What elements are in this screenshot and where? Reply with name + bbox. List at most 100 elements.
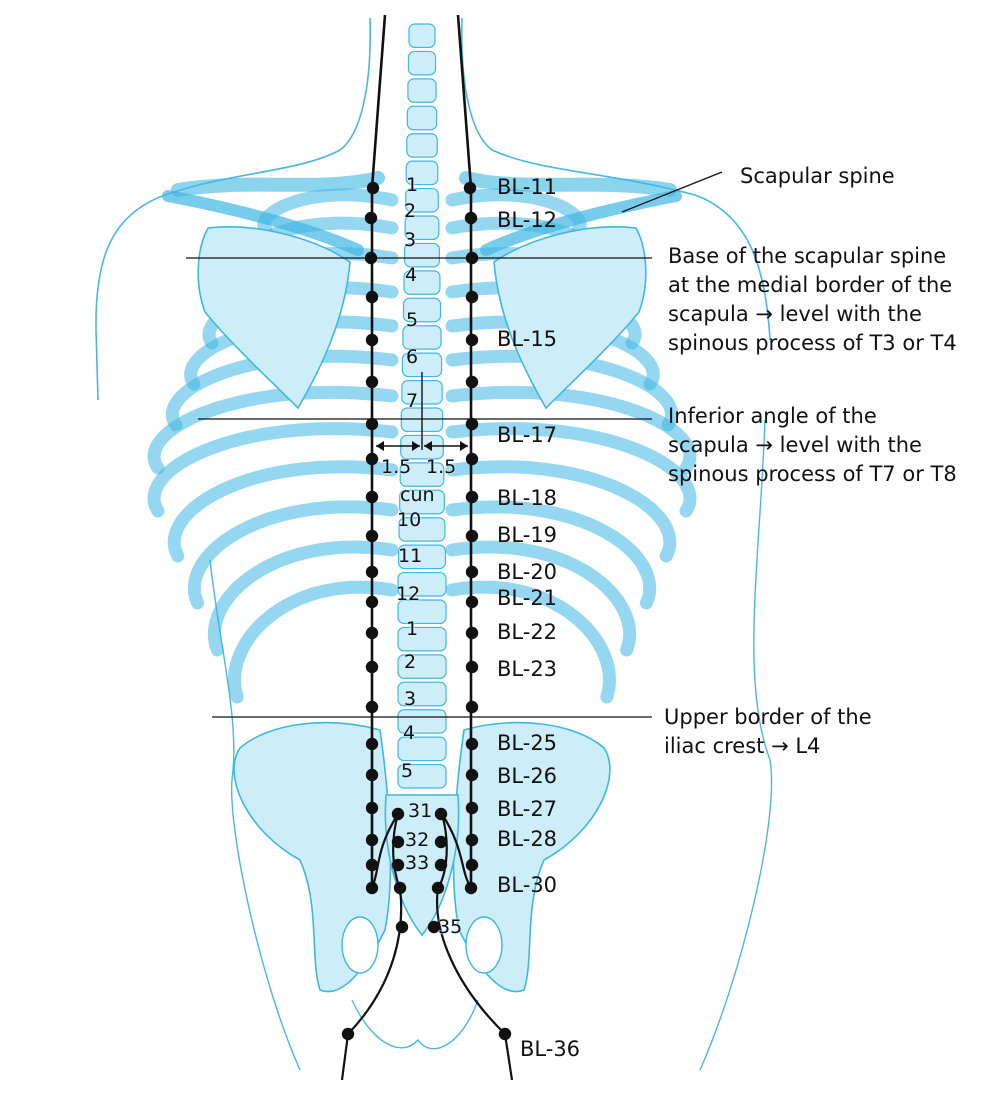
rib-right-10 — [445, 500, 657, 610]
acupoint-marker-21 — [365, 565, 379, 579]
vertebra-10 — [403, 270, 441, 295]
acupoint-marker-13 — [365, 417, 379, 431]
bl-label-26: BL-26 — [497, 764, 558, 788]
vertebra-17 — [399, 462, 445, 487]
measure-left-value: 1.5 — [381, 456, 412, 478]
acupoint-marker-12 — [465, 375, 479, 389]
measure-arrow-right-head-end — [460, 441, 468, 451]
rib-right-12 — [445, 580, 616, 704]
bl-label-27: BL-27 — [497, 797, 558, 821]
acupoint-marker-41 — [365, 881, 379, 895]
vertebra-label-t6: 6 — [406, 346, 419, 368]
obturator-foramen-right — [465, 916, 503, 974]
acupoint-marker-31 — [365, 737, 379, 751]
acupoint-marker-33 — [365, 768, 379, 782]
vertebra-label-t12: 12 — [396, 583, 421, 605]
clavicle-left — [171, 171, 385, 197]
scapula-left — [197, 226, 351, 410]
acupoint-marker-46 — [434, 835, 448, 849]
vertebra-22 — [397, 599, 447, 625]
scapular-spine-left — [162, 190, 364, 256]
vertebra-27 — [397, 736, 447, 762]
vertebra-label-l5: 5 — [401, 760, 414, 782]
body-outline-left-shoulder — [95, 17, 372, 401]
acupoint-marker-18 — [465, 490, 479, 504]
acupoint-marker-28 — [465, 660, 479, 674]
annotation-line: at the medial border of the — [668, 273, 953, 297]
vertebra-24 — [397, 654, 447, 679]
acupoint-marker-53 — [341, 1027, 355, 1041]
vertebra-21 — [397, 571, 447, 597]
acupoint-marker-44 — [434, 807, 448, 821]
acupoint-marker-14 — [465, 417, 479, 431]
rib-right-6 — [445, 349, 679, 432]
sacral-label-35: 35 — [438, 916, 463, 938]
acupoint-marker-45 — [391, 835, 405, 849]
obturator-foramen-left — [341, 916, 379, 974]
vertebra-25 — [397, 681, 447, 707]
vertebra-label-t3: 3 — [404, 229, 417, 251]
annotation-line: Upper border of the — [664, 705, 872, 729]
body-outline-right-shoulder — [460, 17, 771, 341]
rib-left-11 — [207, 540, 399, 657]
vertebra-label-t7: 7 — [406, 390, 419, 412]
bl-label-15: BL-15 — [497, 327, 558, 351]
acupoint-marker-26 — [465, 626, 479, 640]
bl-label-11: BL-11 — [497, 175, 558, 199]
rib-left-7 — [147, 386, 399, 475]
vertebra-5 — [406, 133, 438, 158]
bl-label-17: BL-17 — [497, 423, 558, 447]
bl-label-36: BL-36 — [520, 1037, 581, 1061]
acupoint-marker-35 — [365, 801, 379, 815]
measure-unit: cun — [400, 484, 435, 506]
vertebra-label-t1: 1 — [406, 174, 419, 196]
reference-lines — [186, 171, 723, 718]
vertebra-3 — [407, 78, 437, 103]
buttocks-outline — [351, 999, 479, 1050]
vertebra-2 — [407, 50, 437, 76]
acupoints — [341, 181, 512, 1041]
vertebra-20 — [397, 544, 447, 570]
bl-label-12: BL-12 — [497, 208, 558, 232]
sacral-label-31: 31 — [408, 800, 433, 822]
bl-label-21: BL-21 — [497, 586, 558, 610]
vertebra-label-t5: 5 — [406, 309, 419, 331]
acupoint-marker-4 — [464, 211, 478, 225]
vertebra-label-t2: 2 — [404, 200, 417, 222]
meridian-line-right-sacral — [436, 813, 514, 1081]
rib-left-10 — [187, 500, 399, 610]
acupoint-marker-8 — [465, 290, 479, 304]
acupoint-marker-50 — [431, 881, 445, 895]
body-outline-right-flank — [699, 419, 773, 1071]
rib-left-8 — [147, 422, 399, 518]
clavicle-right — [459, 171, 677, 197]
acupoint-marker-11 — [365, 375, 379, 389]
acupoint-marker-17 — [365, 490, 379, 504]
vertebra-label-t4: 4 — [405, 264, 418, 286]
acupoint-marker-25 — [365, 626, 379, 640]
annotation-base-scapular-spine: Base of the scapular spine at the medial… — [668, 242, 957, 358]
acupoint-marker-40 — [465, 858, 479, 872]
annotation-line: Inferior angle of the — [668, 404, 877, 428]
acupoint-marker-39 — [365, 858, 379, 872]
measure-arrow-left-head-end — [412, 441, 420, 451]
acupoint-marker-49 — [393, 881, 407, 895]
annotation-line: scapula → level with the — [668, 302, 922, 326]
vertebra-23 — [397, 626, 447, 652]
rib-right-9 — [445, 460, 677, 563]
vertebra-9 — [404, 242, 441, 268]
acupoint-marker-47 — [391, 858, 405, 872]
leader-line-scapular-spine — [621, 171, 723, 213]
acupoint-marker-27 — [365, 660, 379, 674]
rib-left-6 — [165, 349, 399, 432]
acupoint-marker-34 — [465, 768, 479, 782]
acupoint-marker-29 — [365, 700, 379, 714]
rib-right-11 — [445, 540, 637, 657]
measure-right-value: 1.5 — [426, 456, 457, 478]
acupoint-marker-42 — [464, 881, 478, 895]
bl-label-19: BL-19 — [497, 523, 558, 547]
bl-label-30: BL-30 — [497, 873, 558, 897]
acupoint-marker-37 — [365, 833, 379, 847]
rib-right-7 — [445, 386, 697, 475]
